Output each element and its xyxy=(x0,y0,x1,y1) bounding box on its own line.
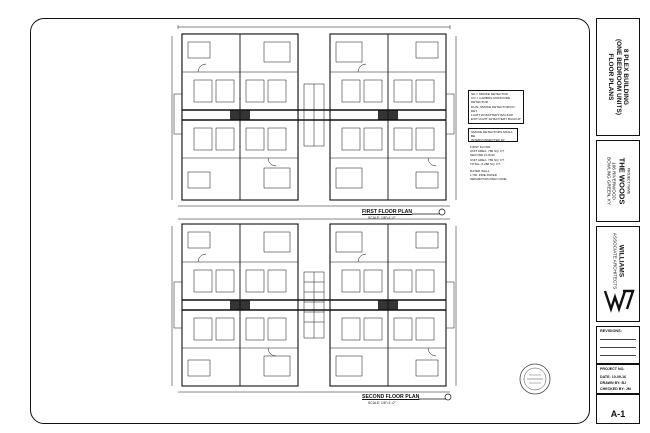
detector-note-box: SMOKE DETECTORS SHALL BE INTERCONNECTED … xyxy=(468,128,518,151)
legend-line: CO = CARBON MONOXIDE DETECTOR xyxy=(471,96,511,105)
title-block-sheet-number: A-1 xyxy=(596,394,640,424)
second-floor-plan-scale: SCALE: 1/8"=1'-0" xyxy=(368,401,396,405)
project-address1: 106 RIVERWOOD xyxy=(611,162,617,200)
legend-line: SD = SMOKE DETECTOR xyxy=(471,92,508,96)
revision-line xyxy=(600,355,636,356)
legend-line: DUAL SMOKE DETECTOR/CO DET. xyxy=(471,104,515,113)
firm-subtitle: ASSOCIATE ARCHITECTS xyxy=(611,232,617,289)
firm-name: WILLIAMS xyxy=(617,244,625,278)
symbol-legend-box: SD = SMOKE DETECTOR CO = CARBON MONOXIDE… xyxy=(468,90,524,124)
area-line: SECOND FLOOR xyxy=(470,153,495,158)
sheet-title-line3: FLOOR PLANS xyxy=(607,53,615,101)
sheet-title-line1: 8 PLEX BUILDING xyxy=(622,48,630,106)
project-no-label: PROJECT NO. xyxy=(600,367,625,371)
area-line: FIRST FLOOR xyxy=(470,145,491,149)
project-address2: BOWLING GREEN, KY xyxy=(606,157,612,205)
first-floor-plan-scale: SCALE: 1/8"=1'-0" xyxy=(368,216,396,220)
legend-line: LIGHT W/ BATTERY BACKUP xyxy=(471,112,514,117)
title-block-sheet-title: 8 PLEX BUILDING (ONE BEDROOM UNITS) FLOO… xyxy=(596,18,640,136)
sheet-title-line2: (ONE BEDROOM UNITS) xyxy=(614,38,622,116)
rating-line: SEPARATION PER CODE xyxy=(470,177,507,182)
rating-line: RATED WALL xyxy=(470,169,490,173)
legend-line: EXIT LIGHT W/ BATTERY BACKUP xyxy=(471,117,521,122)
revision-line xyxy=(600,339,636,340)
sheet-number: A-1 xyxy=(610,409,626,419)
title-marker-first xyxy=(412,208,446,216)
checked-by-label: CHECKED BY: JM xyxy=(600,387,631,391)
revision-line xyxy=(600,347,636,348)
title-marker-second xyxy=(418,393,452,401)
first-floor-plan-title: FIRST FLOOR PLAN xyxy=(362,209,413,215)
first-floor-plan-drawing xyxy=(171,25,457,207)
date-label: DATE: 10-09-16 xyxy=(600,375,627,379)
area-line: UNIT AREA: 786 SQ. FT. xyxy=(470,157,505,162)
drawing-border xyxy=(30,18,590,424)
area-line: UNIT AREA: 786 SQ. FT. xyxy=(470,149,505,154)
rating-line: 1 HR. FIRE RATED xyxy=(470,173,497,178)
project-name: THE WOODS xyxy=(617,157,627,205)
drawn-by-label: DRAWN BY: BJ xyxy=(600,381,627,385)
title-block-firm: WILLIAMS ASSOCIATE ARCHITECTS xyxy=(596,226,640,322)
firm-logo-icon xyxy=(603,289,635,313)
title-block-project: PROJECT NAME THE WOODS 106 RIVERWOOD BOW… xyxy=(596,140,640,222)
architect-seal xyxy=(519,363,551,395)
title-block-project-info: PROJECT NO. DATE: 10-09-16 DRAWN BY: BJ … xyxy=(596,364,640,394)
revisions-label: REVISIONS: xyxy=(600,329,622,333)
note-line: SMOKE DETECTORS SHALL BE xyxy=(471,130,513,139)
area-line: TOTAL: 6,288 SQ. FT. xyxy=(470,161,501,166)
second-floor-plan-drawing xyxy=(171,218,457,393)
title-block-revisions: REVISIONS: xyxy=(596,326,640,364)
area-summary-box: FIRST FLOOR UNIT AREA: 786 SQ. FT. SECON… xyxy=(468,144,518,166)
rated-wall-note: RATED WALL 1 HR. FIRE RATED SEPARATION P… xyxy=(468,168,516,184)
second-floor-plan-title: SECOND FLOOR PLAN xyxy=(362,394,420,400)
